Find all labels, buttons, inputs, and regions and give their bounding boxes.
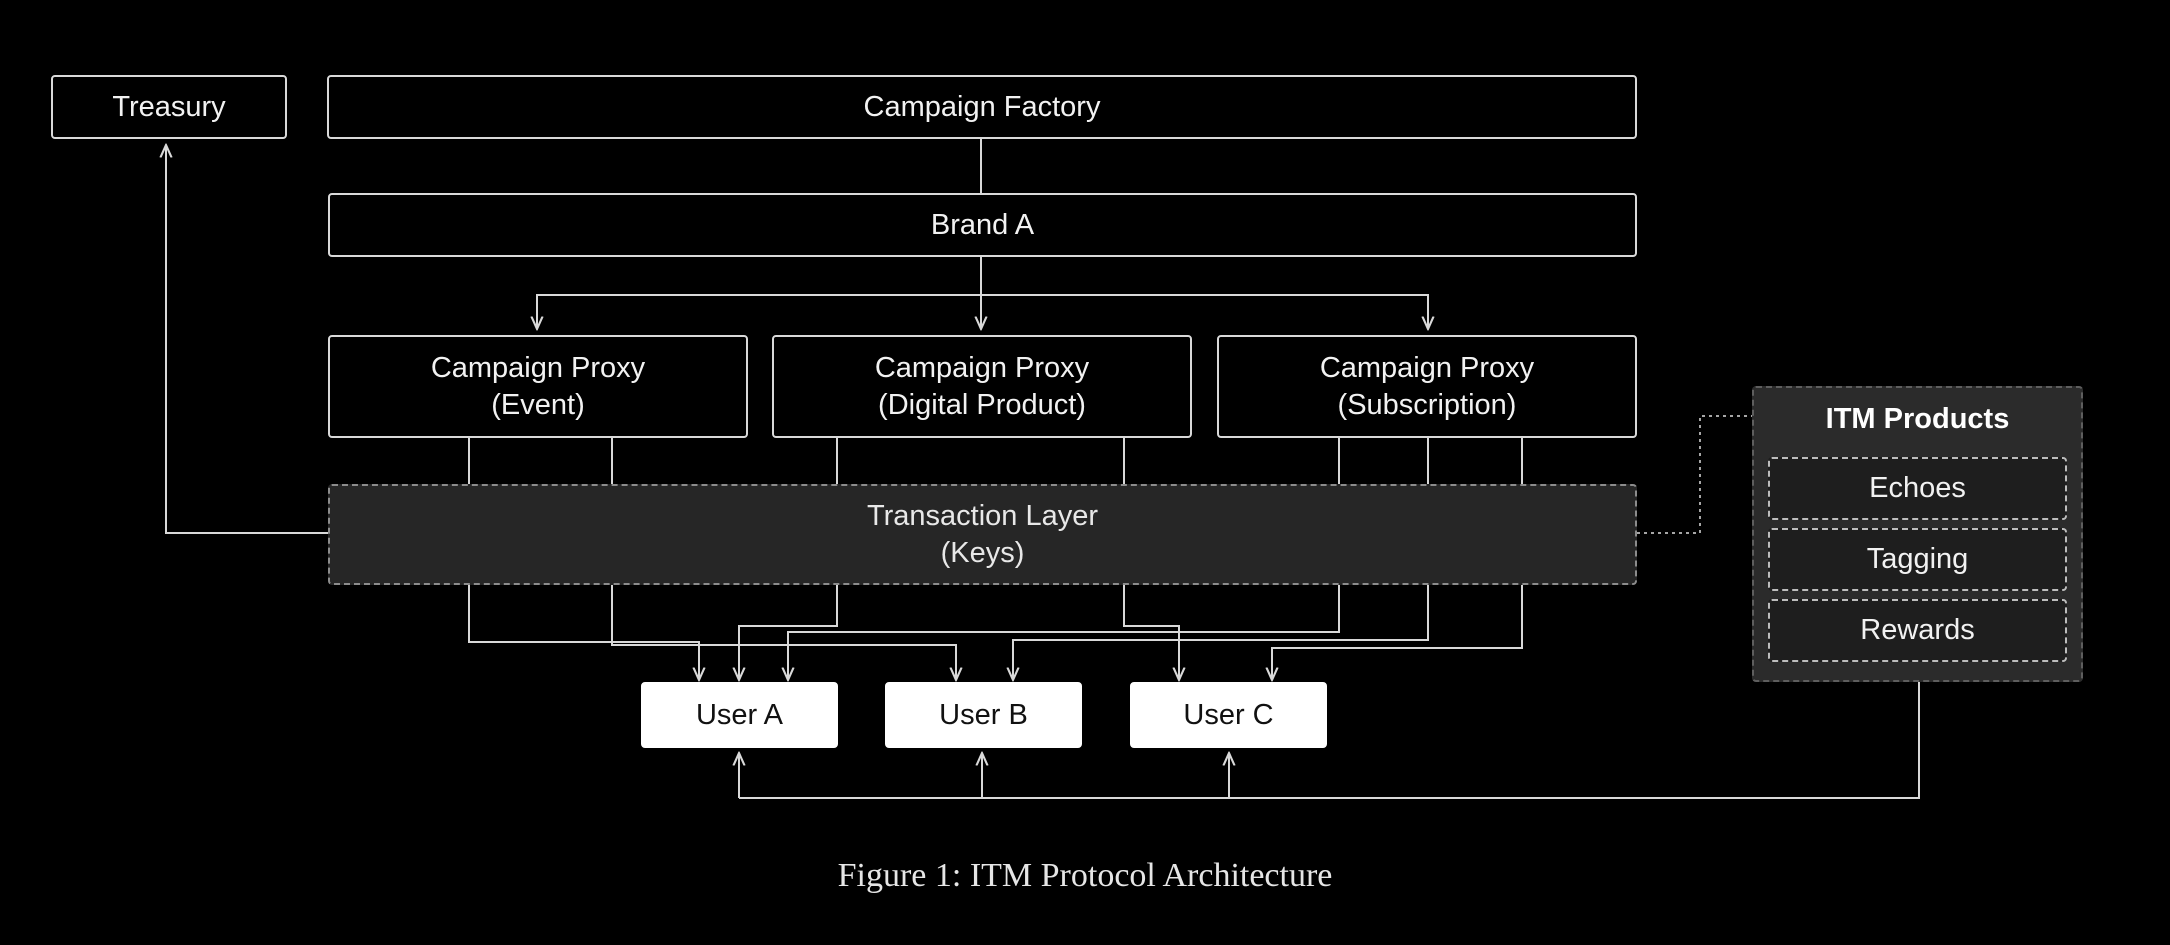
campaign-proxy-event-title: Campaign Proxy: [430, 351, 646, 384]
brand-a-box: Brand A: [328, 193, 1637, 257]
tagging-label: Tagging: [1866, 543, 1969, 575]
rewards-to-users-connector: [739, 682, 1920, 799]
campaign-proxy-event-type: (Event): [491, 388, 585, 421]
echoes-box: Echoes: [1768, 457, 2067, 520]
treasury-box: Treasury: [51, 75, 287, 139]
layer-to-products-dotted-link: [1637, 415, 1752, 534]
treasury-label: Treasury: [112, 90, 226, 123]
campaign-factory-box: Campaign Factory: [327, 75, 1637, 139]
user-c-label: User C: [1183, 698, 1274, 731]
user-a-box: User A: [641, 682, 838, 748]
brand-a-label: Brand A: [930, 208, 1035, 241]
campaign-proxy-digital-box: Campaign Proxy (Digital Product): [772, 335, 1192, 438]
transaction-layer-subtitle: (Keys): [940, 536, 1025, 569]
transaction-layer-title: Transaction Layer: [866, 499, 1099, 532]
itm-products-title: ITM Products: [1825, 403, 2010, 435]
transaction-layer-band: Transaction Layer (Keys): [328, 484, 1637, 585]
campaign-proxy-subscription-title: Campaign Proxy: [1319, 351, 1535, 384]
rewards-label: Rewards: [1860, 614, 1975, 646]
itm-products-panel: ITM Products Echoes Tagging Rewards: [1752, 386, 2083, 682]
campaign-proxy-subscription-type: (Subscription): [1337, 388, 1517, 421]
tagging-box: Tagging: [1768, 528, 2067, 591]
campaign-proxy-digital-type: (Digital Product): [878, 388, 1086, 421]
brand-to-proxy-subscription-arrow: [981, 294, 1428, 329]
user-b-box: User B: [885, 682, 1082, 748]
campaign-factory-label: Campaign Factory: [863, 90, 1101, 123]
campaign-proxy-event-box: Campaign Proxy (Event): [328, 335, 748, 438]
user-b-label: User B: [939, 698, 1028, 731]
user-a-label: User A: [695, 698, 784, 731]
figure-caption: Figure 1: ITM Protocol Architecture: [837, 857, 1333, 894]
echoes-label: Echoes: [1869, 472, 1966, 504]
user-c-box: User C: [1130, 682, 1327, 748]
rewards-box: Rewards: [1768, 599, 2067, 662]
layer-to-treasury-arrow: [166, 145, 330, 534]
campaign-proxy-digital-title: Campaign Proxy: [874, 351, 1090, 384]
campaign-proxy-subscription-box: Campaign Proxy (Subscription): [1217, 335, 1637, 438]
brand-to-proxy-event-arrow: [537, 257, 982, 329]
